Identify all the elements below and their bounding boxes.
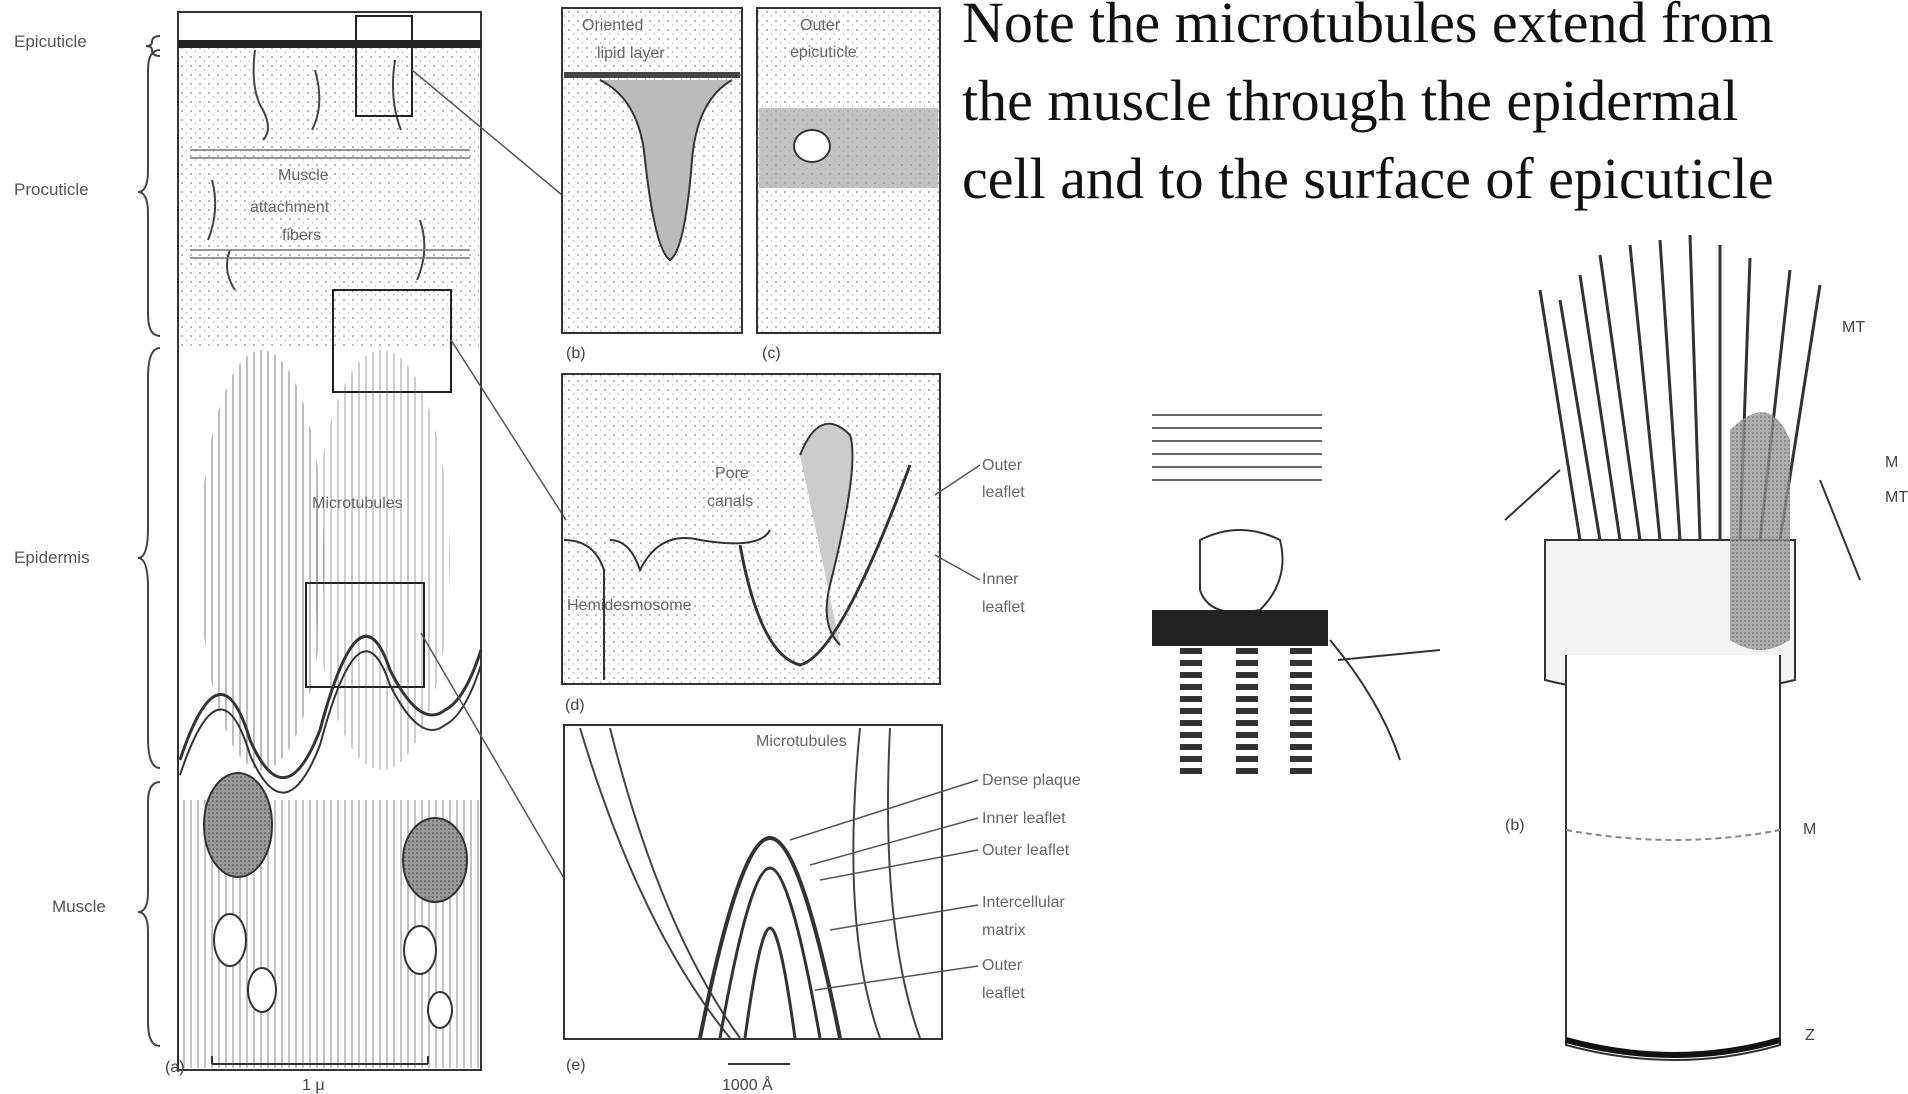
label-outer-c: Outer	[800, 17, 841, 34]
label-canals: canals	[707, 493, 753, 510]
label-procuticle: Procuticle	[14, 180, 89, 199]
label-intercellular-1: Intercellular	[982, 894, 1065, 911]
layer-braces	[138, 36, 160, 1046]
label-m-right-1: M	[1885, 454, 1898, 471]
label-hemidesmosome: Hemidesmosome	[567, 597, 692, 614]
epicuticle-band	[178, 40, 481, 48]
middle-arrow	[1338, 650, 1440, 660]
label-inner-leaflet-e: Inner leaflet	[982, 810, 1066, 827]
muscle-cylinder	[1566, 655, 1780, 1060]
label-microtubules-e: Microtubules	[756, 733, 847, 750]
panel-e: Microtubules Dense plaque Inner leaflet …	[564, 725, 1081, 1094]
label-muscle-attachment-1: Muscle	[278, 167, 329, 184]
tag-3d: (b)	[1505, 817, 1525, 834]
label-dense-plaque: Dense plaque	[982, 772, 1081, 789]
label-outer-leaflet-e2: leaflet	[982, 985, 1025, 1002]
label-mt: MT	[1842, 319, 1865, 336]
panel-middle	[1152, 400, 1440, 780]
label-inner-leaflet-d2: leaflet	[982, 599, 1025, 616]
label-epicuticle: Epicuticle	[14, 32, 87, 51]
scale-a: 1 μ	[302, 1077, 325, 1094]
mitochondrion-right	[403, 818, 467, 902]
label-outer-leaflet-d1: Outer	[982, 457, 1023, 474]
label-epidermis: Epidermis	[14, 548, 90, 567]
middle-dense-band	[1152, 610, 1328, 646]
panel-a: Epicuticle Procuticle Epidermis Muscle M…	[14, 12, 481, 1094]
label-intercellular-2: matrix	[982, 922, 1026, 939]
label-microtubules-a: Microtubules	[312, 495, 403, 512]
mitochondrion-left	[204, 773, 272, 877]
panel-c: Outer epicuticle (c)	[757, 8, 940, 362]
label-z: Z	[1805, 1027, 1815, 1044]
label-lipid-layer: lipid layer	[597, 45, 665, 62]
shaded-side	[1730, 412, 1790, 650]
label-outer-leaflet-e1: Outer	[982, 957, 1023, 974]
label-inner-leaflet-d1: Inner	[982, 571, 1019, 588]
label-outer-leaflet-d2: leaflet	[982, 484, 1025, 501]
epidermal-cell-left	[200, 350, 324, 770]
scale-e: 1000 Å	[722, 1075, 773, 1094]
tag-a: (a)	[165, 1059, 185, 1076]
middle-muscle-columns	[1180, 646, 1312, 776]
label-pore: Pore	[715, 465, 749, 482]
panel-d: Pore canals Hemidesmosome Outer leaflet …	[562, 374, 1025, 714]
label-muscle-attachment-3: fibers	[282, 227, 321, 244]
tag-c: (c)	[762, 345, 781, 362]
label-muscle: Muscle	[52, 897, 106, 916]
epidermal-cell-right	[314, 350, 450, 770]
label-m: M	[1803, 821, 1816, 838]
procuticle-region	[180, 48, 479, 346]
label-muscle-attachment-2: attachment	[250, 199, 330, 216]
panel-d-frame	[562, 374, 940, 684]
tag-e: (e)	[566, 1057, 586, 1074]
label-m-right-2: MT	[1885, 489, 1908, 506]
tag-b: (b)	[566, 345, 586, 362]
label-oriented: Oriented	[582, 17, 643, 34]
tag-d: (d)	[565, 697, 585, 714]
outer-epicuticle-band	[759, 108, 938, 188]
label-outer-leaflet-e: Outer leaflet	[982, 842, 1070, 859]
panel-3d: MT M MT M Z (b)	[1505, 235, 1908, 1060]
panel-b: Oriented lipid layer (b)	[562, 8, 742, 362]
label-epicuticle-c: epicuticle	[790, 44, 857, 61]
